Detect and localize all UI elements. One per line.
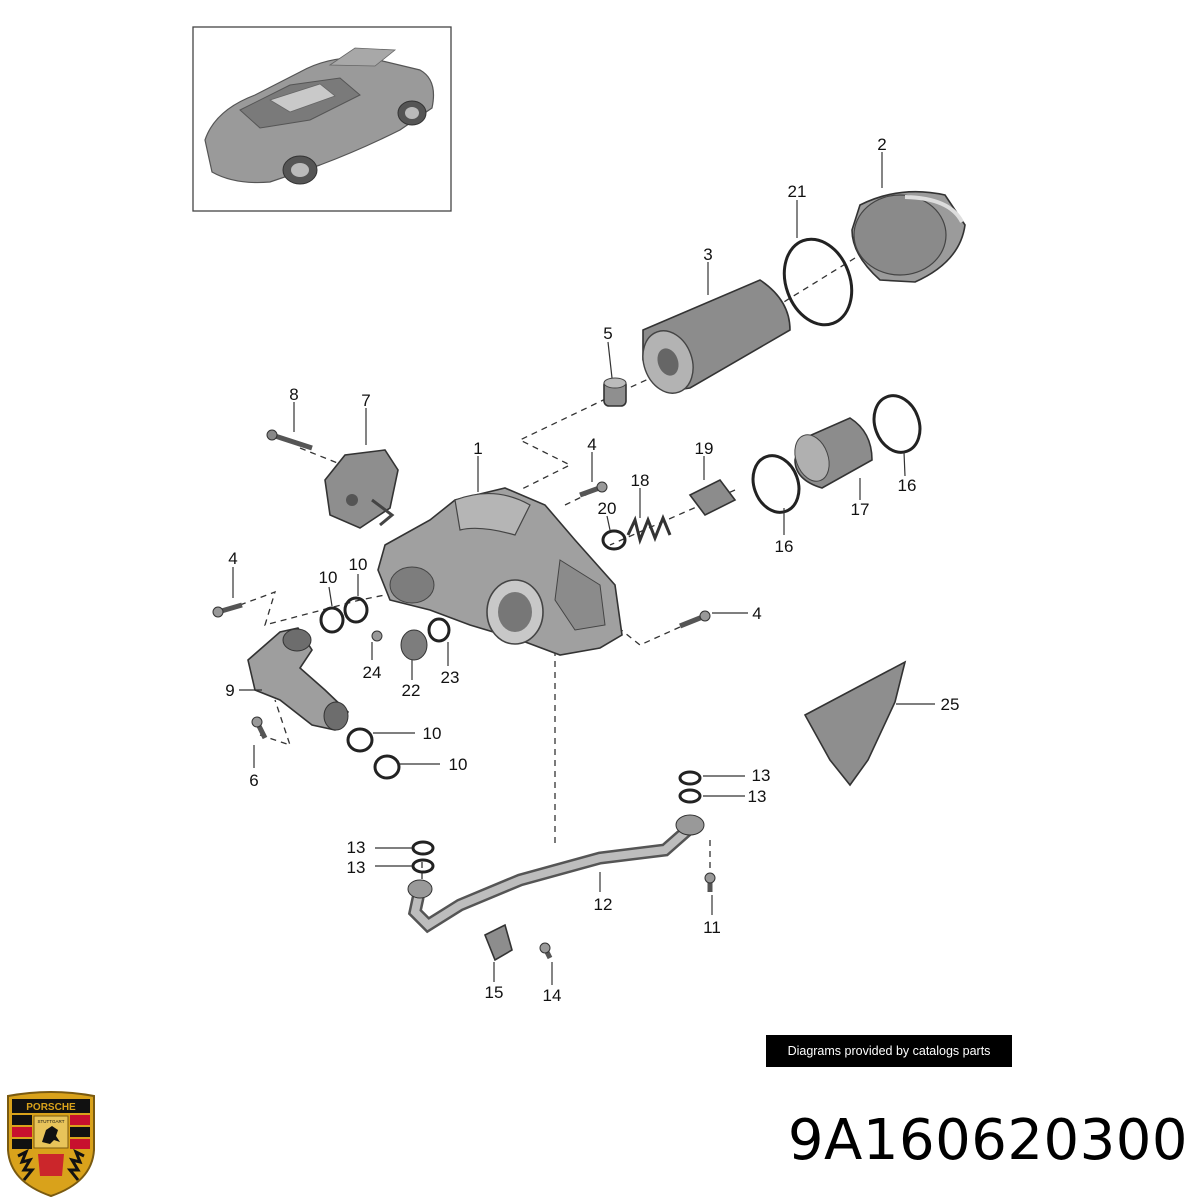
bypass-valve-spring xyxy=(626,514,672,545)
callout-10-upper-right: 10 xyxy=(349,555,368,574)
plug-seal-ring xyxy=(427,617,451,643)
sensor-bolt xyxy=(266,429,313,451)
callout-14: 14 xyxy=(543,986,562,1005)
oil-filter-housing xyxy=(377,487,623,656)
callout-15: 15 xyxy=(485,983,504,1002)
hose-bolt xyxy=(251,716,268,740)
housing-bolt-upper xyxy=(579,481,608,498)
callout-4-right: 4 xyxy=(752,604,761,623)
pipe-seal-upper-a xyxy=(678,770,702,786)
callout-16-upper: 16 xyxy=(898,476,917,495)
heat-shield xyxy=(803,660,907,787)
tube-seal-ring xyxy=(751,454,801,514)
antler-right-icon xyxy=(66,1148,85,1181)
callout-25: 25 xyxy=(941,695,960,714)
vehicle-inset xyxy=(192,26,452,212)
seal-ring-10b xyxy=(343,596,369,624)
porsche-crest-logo: PORSCHE STUTTGART xyxy=(7,1091,95,1198)
crest-sub-lettering: STUTTGART xyxy=(38,1119,65,1124)
callout-21: 21 xyxy=(788,182,807,201)
callout-13-upper-b: 13 xyxy=(748,787,767,806)
callout-10-upper-left: 10 xyxy=(319,568,338,587)
callout-13-lower-a: 13 xyxy=(347,838,366,857)
callout-7: 7 xyxy=(361,391,370,410)
callout-19: 19 xyxy=(695,439,714,458)
callout-3: 3 xyxy=(703,245,712,264)
pipe-clamp xyxy=(483,923,513,962)
horse-icon xyxy=(42,1126,60,1144)
small-seal-ring xyxy=(601,529,627,551)
callout-11: 11 xyxy=(703,918,721,937)
callout-8: 8 xyxy=(289,385,298,404)
filter-valve xyxy=(603,377,627,407)
hose-seal-ring-a xyxy=(346,727,374,753)
callout-1: 1 xyxy=(473,439,482,458)
callout-2: 2 xyxy=(877,135,886,154)
sealing-plug xyxy=(400,629,428,661)
callout-10-lower-b: 10 xyxy=(449,755,468,774)
callout-labels: 2 21 3 5 8 7 1 4 19 18 20 16 17 16 4 10 … xyxy=(225,135,959,1005)
callout-13-upper-a: 13 xyxy=(752,766,771,785)
callout-23: 23 xyxy=(441,668,460,687)
pipe-seal-lower-b xyxy=(411,858,435,874)
callout-4-left: 4 xyxy=(228,549,237,568)
car-illustration xyxy=(204,47,435,185)
connector-tube xyxy=(794,417,873,489)
callout-10-lower-a: 10 xyxy=(423,724,442,743)
callout-4-upper: 4 xyxy=(587,435,596,454)
part-number: 9A160620300 xyxy=(787,1108,1188,1173)
oil-return-pipe xyxy=(407,814,705,934)
callout-16-lower: 16 xyxy=(775,537,794,556)
housing-bolt-left xyxy=(212,602,243,618)
hose-seal-ring-b xyxy=(373,754,401,780)
crest-lettering: PORSCHE xyxy=(26,1102,76,1113)
callout-6: 6 xyxy=(249,771,258,790)
antler-left-icon xyxy=(17,1148,36,1181)
clamp-bolt xyxy=(539,942,553,960)
bypass-valve-piston xyxy=(688,478,737,517)
pipe-seal-upper-b xyxy=(678,788,702,804)
callout-13-lower-b: 13 xyxy=(347,858,366,877)
oil-filter-cap xyxy=(851,190,966,283)
filter-cap-seal xyxy=(782,237,854,327)
leader-lines xyxy=(232,152,935,985)
callout-20: 20 xyxy=(598,499,617,518)
callout-17: 17 xyxy=(851,500,870,519)
diagram-credit-banner: Diagrams provided by catalogs parts xyxy=(766,1035,1012,1067)
housing-bolt-right xyxy=(679,610,711,629)
callout-5: 5 xyxy=(603,324,612,343)
callout-12: 12 xyxy=(594,895,613,914)
pipe-bolt-right xyxy=(704,872,716,892)
oil-hose-elbow xyxy=(247,627,350,731)
oil-pressure-sensor xyxy=(324,449,399,529)
plug-screw xyxy=(371,630,383,642)
callout-9: 9 xyxy=(225,681,234,700)
pipe-seal-lower-a xyxy=(411,840,435,856)
seal-ring-10a xyxy=(319,606,345,634)
callout-18: 18 xyxy=(631,471,650,490)
outer-seal-ring xyxy=(872,394,922,454)
oil-filter-element xyxy=(642,279,791,394)
callout-24: 24 xyxy=(363,663,382,682)
callout-22: 22 xyxy=(402,681,421,700)
